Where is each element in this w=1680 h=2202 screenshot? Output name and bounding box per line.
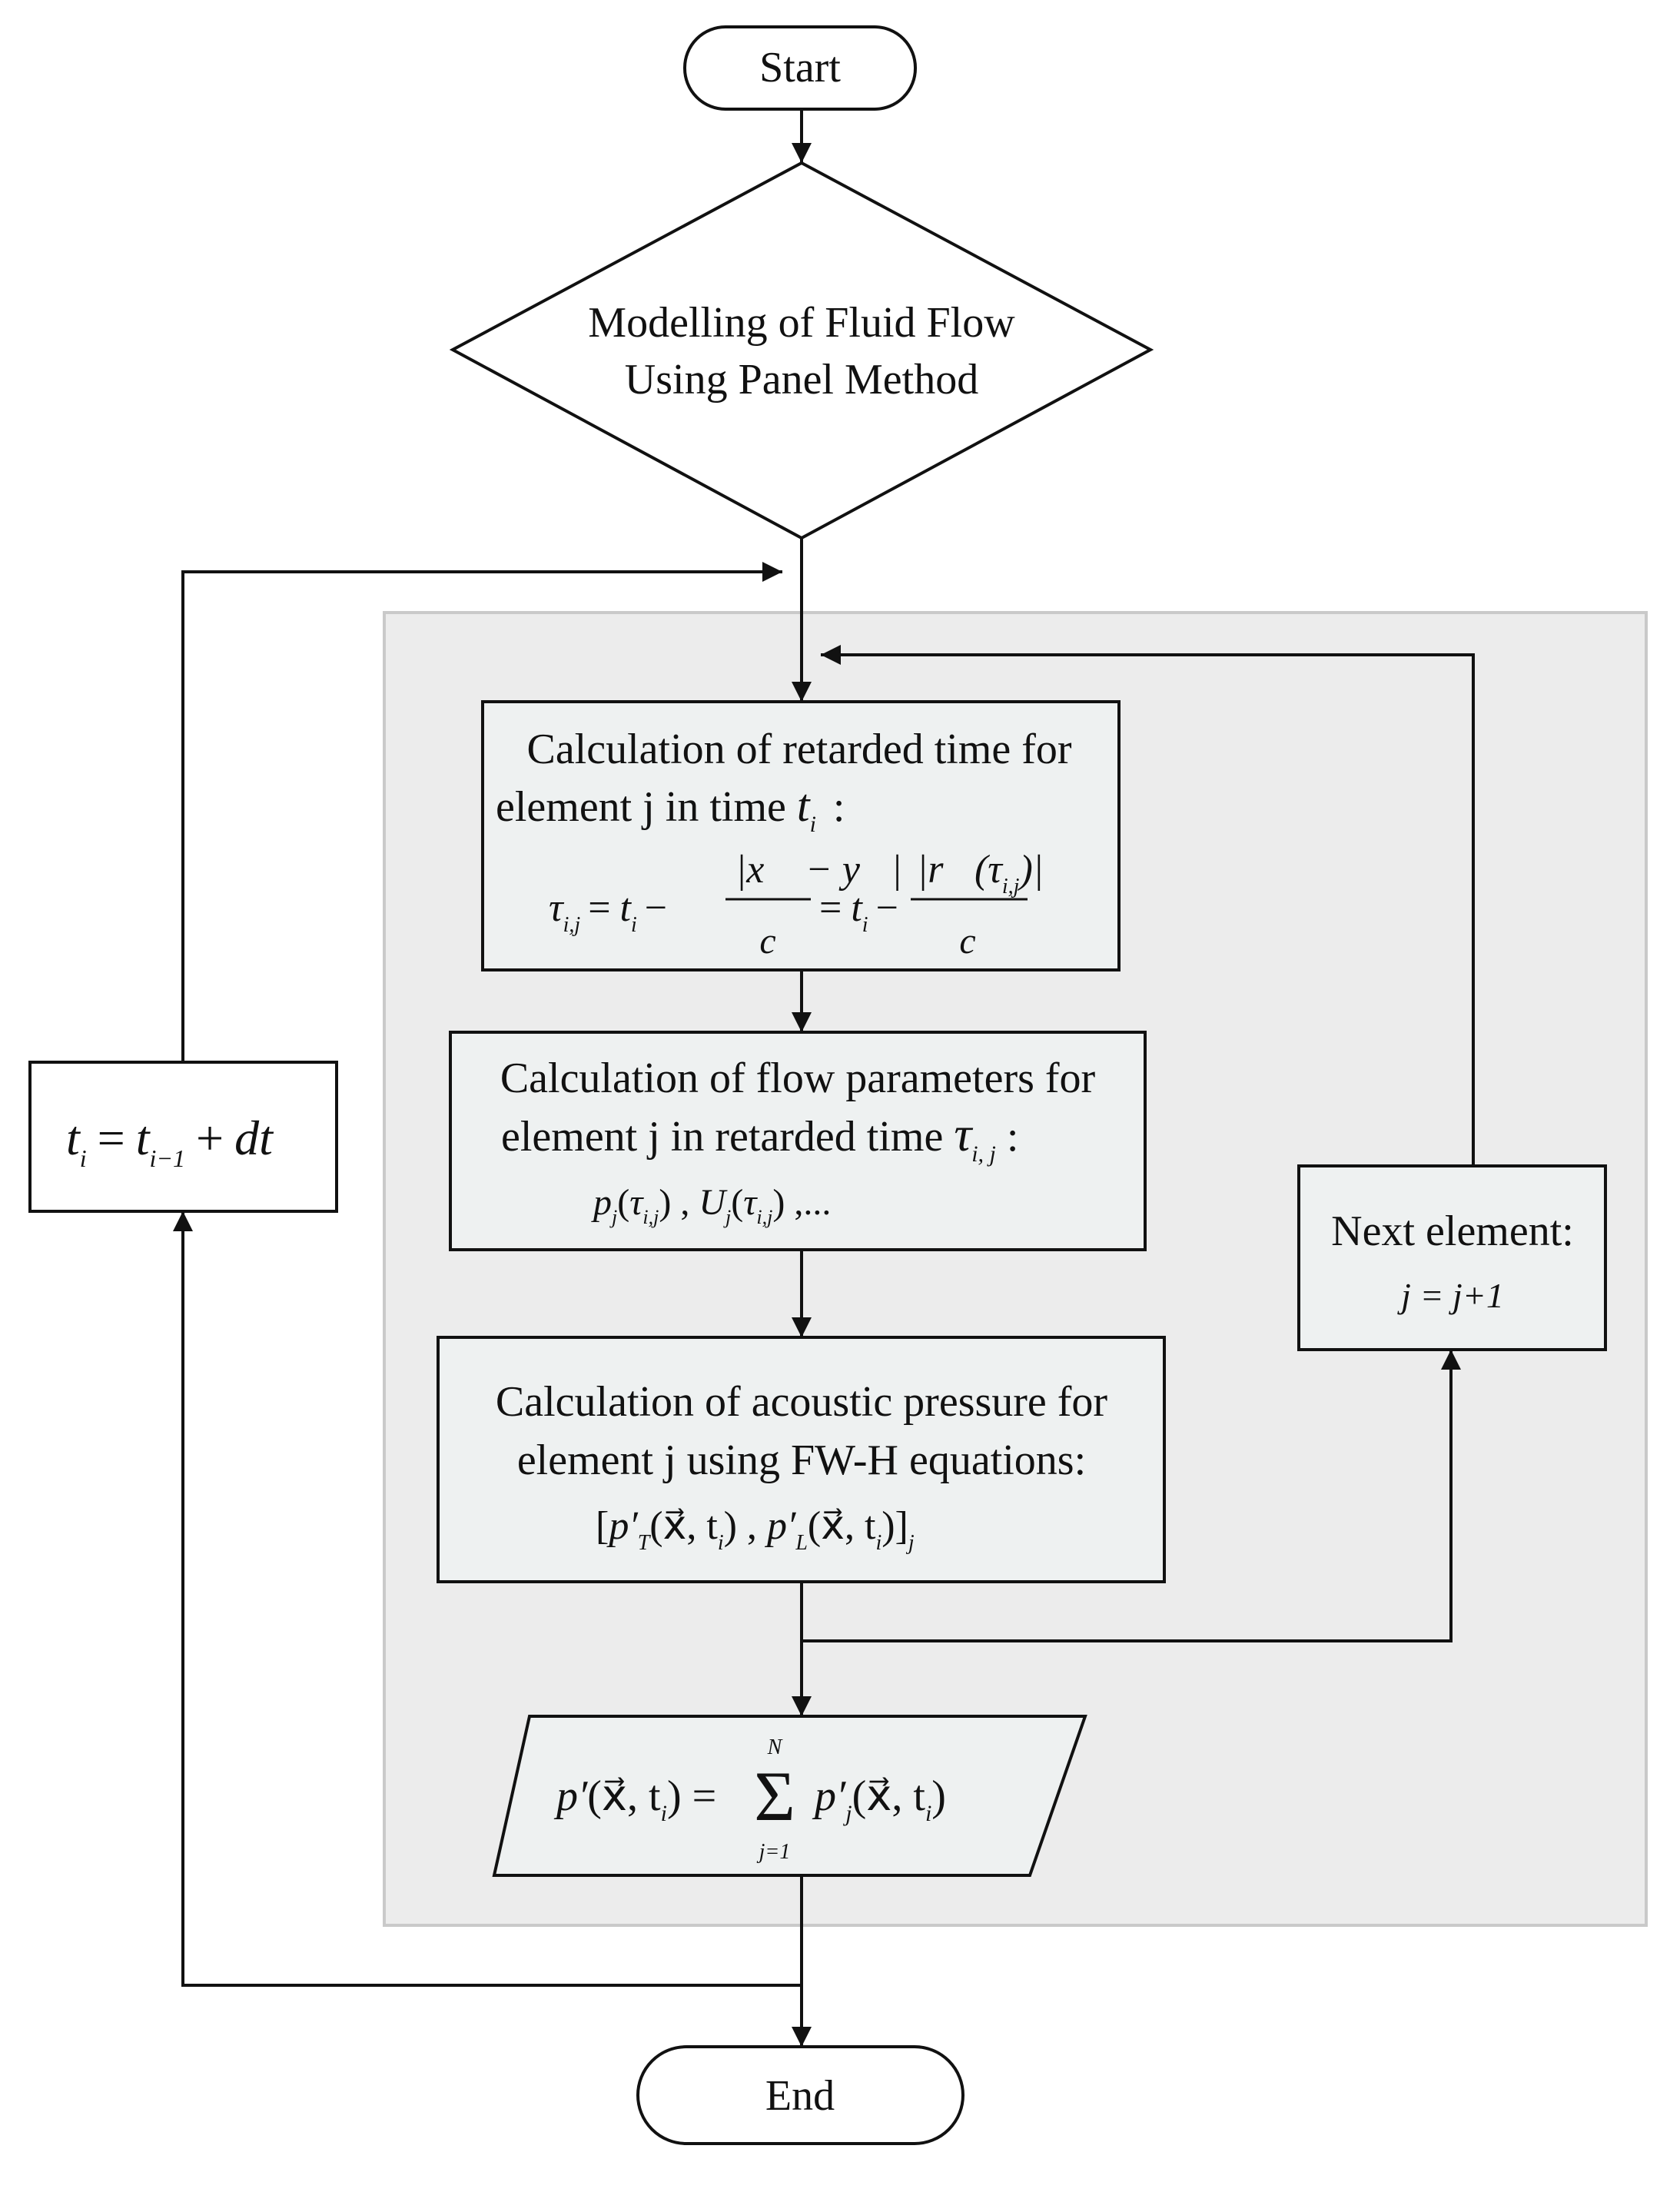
flow-line1: Calculation of flow parameters for [500,1055,1096,1102]
acoustic-line1: Calculation of acoustic pressure for [496,1378,1108,1426]
flow-params-node: Calculation of flow parameters for eleme… [449,1031,1147,1251]
start-node: Start [683,25,917,111]
next-element-line1: Next element: [1331,1207,1574,1255]
svg-text:|r⃗(τi,j)|: |r⃗(τi,j)| [917,848,1044,898]
flow-line2: element j in retarded time τi, j: [501,1107,1018,1167]
flow-line3: pj(τi,j) , Uj(τi,j) ,... [591,1182,831,1228]
summation-lhs: p′(x⃗, ti) = [553,1772,716,1826]
svg-text:j=1: j=1 [757,1840,791,1864]
svg-text:=ti−: =ti− [819,886,898,937]
summation-rhs: p′j(x⃗, ti) [812,1772,946,1826]
svg-text:N: N [767,1735,783,1759]
modelling-node: Modelling of Fluid Flow Using Panel Meth… [449,161,1154,540]
edge-summation-timestep [173,1211,802,1987]
end-node: End [636,2045,965,2145]
summation-sigma: Σ [754,1757,795,1835]
connectors [173,109,1475,2047]
acoustic-line2: element j using FW-H equations: [517,1436,1086,1484]
acoustic-equation: [p′T(x⃗, ti) , p′L(x⃗, ti)]j [596,1504,915,1555]
next-element-node: Next element: j = j+1 [1297,1164,1607,1351]
edge-timestep-modelling [181,562,782,1062]
modelling-line1: Modelling of Fluid Flow [588,299,1015,347]
retarded-time-node: Calculation of retarded time for element… [481,700,1121,971]
time-step-node: ti=ti−1+dt [28,1061,338,1213]
svg-text:|x⃗ − y⃗|: |x⃗ − y⃗| [735,848,902,892]
retarded-line2: element j in time ti: [496,780,845,837]
retarded-line1: Calculation of retarded time for [526,726,1071,773]
edge-acoustic-next [802,1350,1461,1642]
start-label: Start [759,44,841,91]
acoustic-node: Calculation of acoustic pressure for ele… [437,1336,1166,1583]
svg-text:c: c [959,921,975,962]
end-label: End [765,2072,835,2120]
edge-next-retarded [821,645,1475,1166]
summation-node: p′(x⃗, ti) = Σ N j=1 p′j(x⃗, ti) [492,1715,1087,1877]
next-element-line2: j = j+1 [1397,1276,1504,1315]
modelling-line2: Using Panel Method [625,356,978,404]
svg-text:c: c [759,921,775,962]
